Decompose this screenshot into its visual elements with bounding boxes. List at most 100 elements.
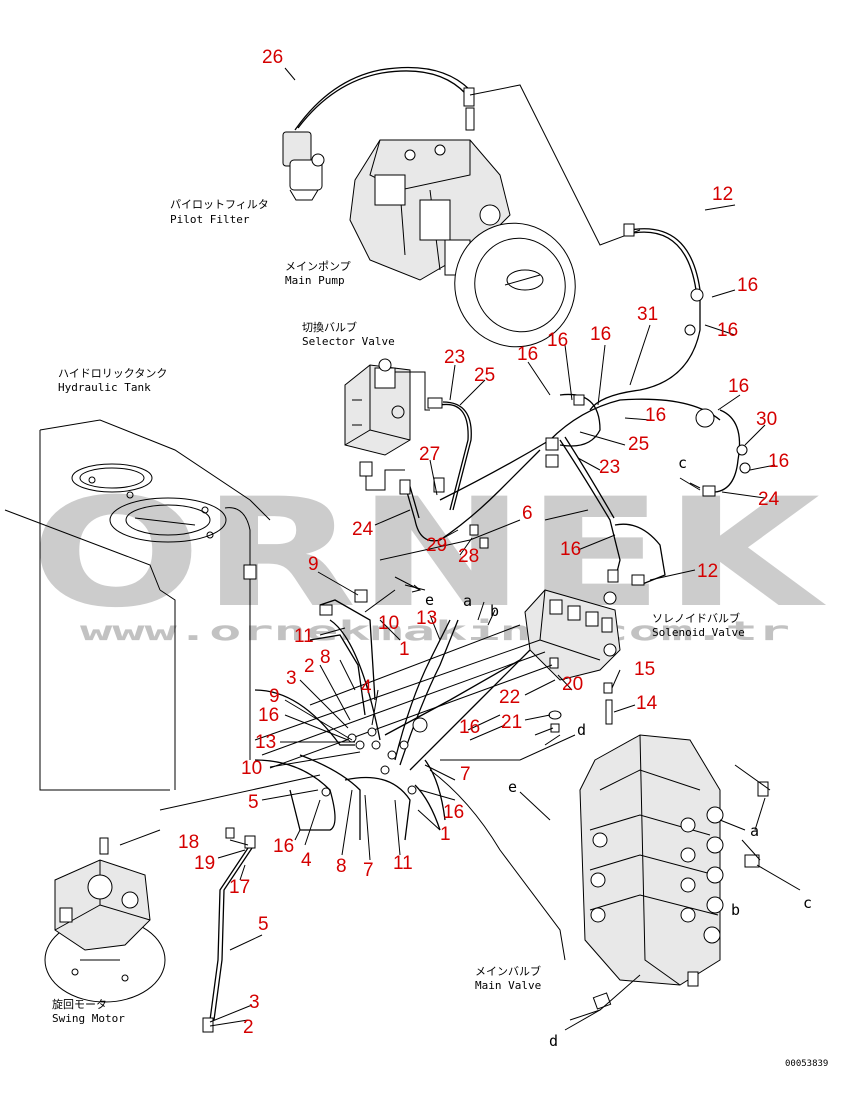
callout-31: 31 (637, 304, 658, 325)
watermark-url: www.ornekmakina.com.tr (80, 616, 790, 647)
callout-3: 3 (286, 668, 297, 689)
leader-lines (209, 67, 776, 1031)
callout-22: 22 (499, 687, 520, 708)
letter-b: b (731, 901, 740, 919)
selector-valve-drawing (344, 358, 430, 491)
callout-8: 8 (320, 647, 331, 668)
callout-16: 16 (768, 451, 789, 472)
letter-b: b (490, 602, 499, 620)
pilot-hose-lines (399, 223, 751, 586)
callout-30: 30 (756, 409, 777, 430)
drawing-id: 00053839 (785, 1059, 828, 1069)
callout-18: 18 (178, 832, 199, 853)
callout-16: 16 (645, 405, 666, 426)
solenoid-valve-drawing (524, 589, 621, 733)
callout-16: 16 (717, 320, 738, 341)
swing-motor-drawing (44, 837, 166, 1003)
letter-a: a (750, 822, 759, 840)
callout-16: 16 (728, 376, 749, 397)
part-callouts: 26 12 16 16 31 16 16 16 16 23 25 16 30 2… (178, 47, 789, 1038)
pilot-filter-drawing (282, 66, 475, 201)
callout-16: 16 (560, 539, 581, 560)
callout-19: 19 (194, 853, 215, 874)
hydraulic-tank-drawing (4, 419, 271, 791)
callout-13: 13 (255, 732, 276, 753)
letter-c: c (678, 454, 687, 472)
callout-5: 5 (258, 914, 269, 935)
main-valve-jp: メインバルブ (475, 964, 541, 978)
callout-16: 16 (517, 344, 538, 365)
callout-4: 4 (301, 850, 312, 871)
callout-21: 21 (501, 712, 522, 733)
callout-16: 16 (443, 802, 464, 823)
swing-hose (202, 827, 256, 1033)
callout-24: 24 (758, 489, 780, 510)
watermark-brand: ORNEK (30, 467, 826, 641)
callout-1: 1 (399, 639, 410, 660)
solenoid-valve-en: Solenoid Valve (652, 626, 745, 639)
pilot-filter-jp: パイロットフィルタ (170, 198, 269, 211)
callout-6: 6 (522, 503, 533, 524)
callout-16: 16 (273, 836, 294, 857)
letter-d: d (577, 721, 586, 739)
callout-16: 16 (590, 324, 611, 345)
callout-12: 12 (697, 561, 718, 582)
callout-20: 20 (562, 674, 583, 695)
selector-valve-en: Selector Valve (302, 335, 395, 348)
callout-5: 5 (248, 792, 259, 813)
callout-17: 17 (229, 877, 250, 898)
callout-10: 10 (241, 758, 262, 779)
letter-d: d (549, 1032, 558, 1050)
component-captions: パイロットフィルタ Pilot Filter メインポンプ Main Pump … (52, 198, 745, 1025)
letter-c: c (803, 894, 812, 912)
callout-11: 11 (294, 626, 314, 647)
pilot-filter-en: Pilot Filter (170, 213, 250, 226)
callout-7: 7 (460, 764, 471, 785)
callout-13: 13 (416, 608, 437, 629)
callout-8: 8 (336, 856, 347, 877)
hydraulic-tank-en: Hydraulic Tank (58, 381, 151, 394)
letter-e: e (425, 591, 434, 609)
main-valve-drawing (569, 734, 801, 1021)
main-valve-en: Main Valve (475, 979, 541, 992)
callout-14: 14 (636, 693, 658, 714)
callout-27: 27 (419, 444, 440, 465)
callout-29: 29 (426, 535, 447, 556)
callout-4: 4 (361, 677, 372, 698)
callout-16: 16 (737, 275, 758, 296)
main-pump-jp: メインポンプ (285, 260, 351, 273)
letter-e: e (508, 778, 517, 796)
callout-2: 2 (243, 1017, 254, 1038)
callout-1: 1 (440, 824, 451, 845)
callout-23: 23 (599, 457, 620, 478)
swing-motor-en: Swing Motor (52, 1012, 125, 1025)
connection-letters: c e a b d e d a b c (394, 454, 812, 1050)
callout-2: 2 (304, 656, 315, 677)
callout-12: 12 (712, 184, 733, 205)
callout-16: 16 (258, 705, 279, 726)
callout-7: 7 (363, 860, 374, 881)
spool-caps (590, 806, 724, 944)
callout-3: 3 (249, 992, 260, 1013)
callout-24: 24 (352, 519, 374, 540)
callout-9: 9 (308, 554, 319, 575)
watermark: ORNEK www.ornekmakina.com.tr (30, 467, 826, 647)
main-pump-drawing (349, 84, 641, 348)
callout-16: 16 (547, 330, 568, 351)
callout-26: 26 (262, 47, 283, 68)
callout-10: 10 (378, 613, 399, 634)
callout-16: 16 (459, 717, 480, 738)
callout-15: 15 (634, 659, 655, 680)
callout-28: 28 (458, 546, 479, 567)
callout-25: 25 (628, 434, 649, 455)
swing-motor-jp: 旋回モータ (52, 997, 107, 1011)
main-pump-en: Main Pump (285, 274, 345, 287)
solenoid-valve-jp: ソレノイドバルブ (652, 611, 740, 625)
callout-23: 23 (444, 347, 465, 368)
hydraulic-tank-jp: ハイドロリックタンク (58, 367, 167, 380)
callout-11: 11 (393, 853, 413, 874)
letter-a: a (463, 592, 472, 610)
callout-25: 25 (474, 365, 495, 386)
